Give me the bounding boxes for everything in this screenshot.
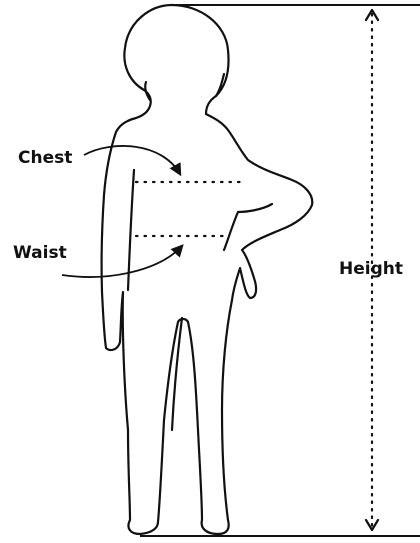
waist-label: Waist xyxy=(13,245,67,262)
leg-gap xyxy=(172,318,182,430)
child-head-outline xyxy=(102,5,313,534)
hand-on-hip-inner xyxy=(224,204,272,250)
chest-pointer-arrow xyxy=(84,146,180,174)
waist-pointer-arrow xyxy=(62,246,182,277)
chest-label: Chest xyxy=(18,150,72,167)
height-label: Height xyxy=(339,261,403,278)
hair-line xyxy=(145,74,224,100)
